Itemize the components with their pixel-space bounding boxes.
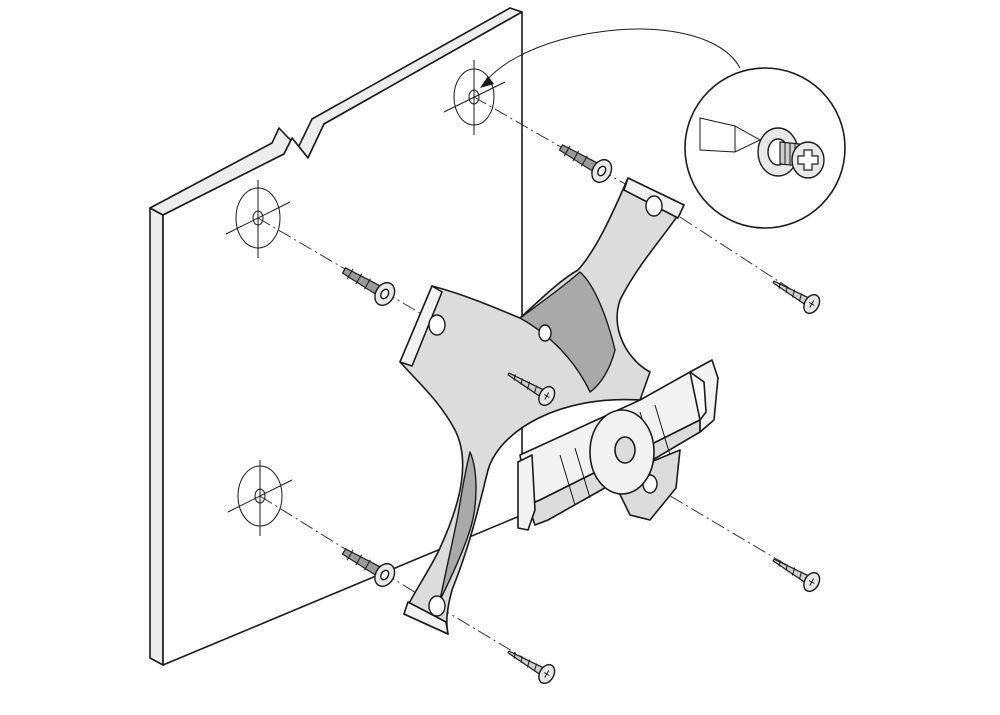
screw-right-top bbox=[772, 280, 821, 315]
callout-leader-line bbox=[486, 28, 741, 81]
screw-center bbox=[507, 372, 556, 407]
pivot-disc-inner bbox=[614, 436, 636, 464]
callout-arrowhead bbox=[480, 76, 494, 88]
bracket-recess-upper bbox=[519, 271, 616, 393]
detail-callout bbox=[480, 28, 846, 229]
bracket-arm-bottom-lip bbox=[403, 601, 449, 635]
bracket-hole-top-right bbox=[645, 195, 663, 217]
callout-circle bbox=[684, 67, 846, 229]
wall-panel-edge bbox=[149, 207, 164, 666]
spring-clip-left bbox=[517, 454, 536, 531]
screw-bottom bbox=[507, 650, 556, 685]
phillips-cross-icon bbox=[797, 149, 819, 171]
bracket-hole-bottom bbox=[428, 595, 446, 617]
bracket-hole-center bbox=[538, 324, 552, 342]
wall-panel-face bbox=[162, 11, 523, 666]
wall-anchor-top bbox=[558, 144, 613, 184]
wall-anchor-left bbox=[341, 267, 396, 307]
bracket-hole-left bbox=[428, 314, 446, 336]
screwdriver-tip bbox=[699, 117, 762, 153]
wall-panel bbox=[149, 7, 523, 666]
bracket-arm-left-lip bbox=[399, 285, 443, 367]
screw-right-bottom bbox=[772, 558, 821, 593]
mount-bracket bbox=[399, 177, 719, 635]
spring-clip-right bbox=[689, 359, 719, 433]
wall-anchor-bottom bbox=[341, 548, 396, 588]
